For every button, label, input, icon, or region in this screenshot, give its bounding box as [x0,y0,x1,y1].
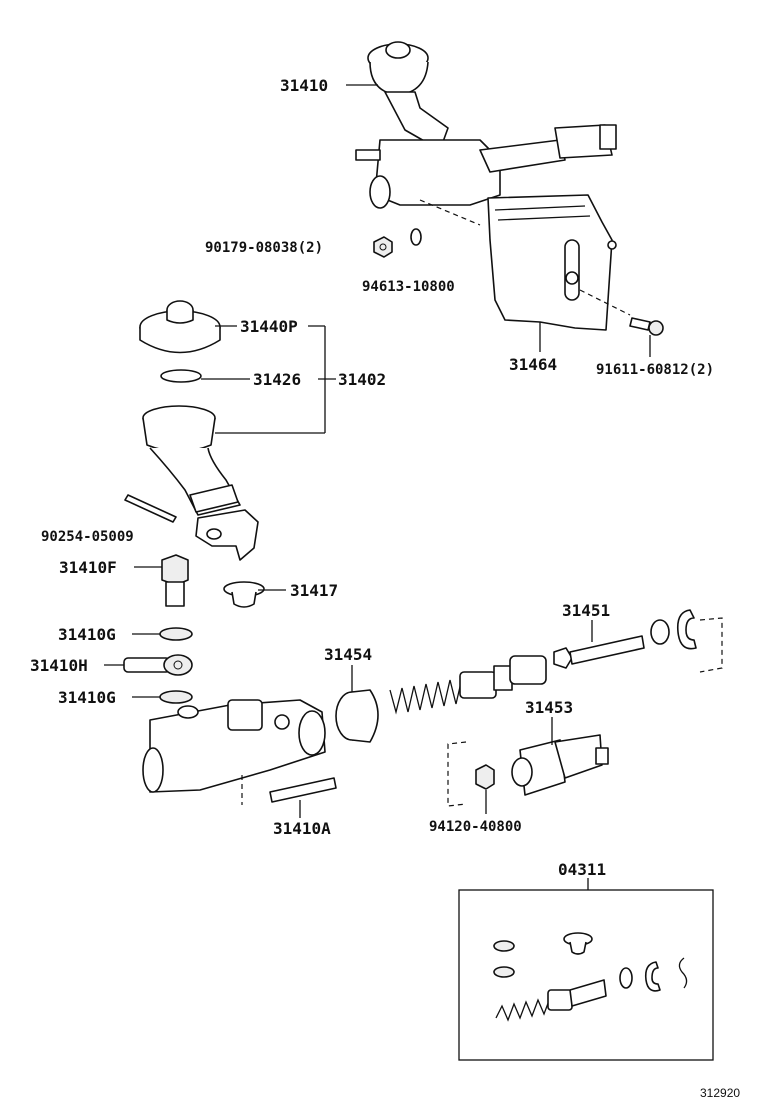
washer-part [410,228,422,246]
label-31454: 31454 [324,645,372,664]
label-94613-10800: 94613-10800 [362,279,455,295]
stud-bolt-part [269,777,337,803]
label-31410g-upper: 31410G [58,625,116,644]
label-04311: 04311 [558,860,606,879]
diaphragm-part [160,369,202,383]
label-31410h: 31410H [30,656,88,675]
reservoir-cap-part [139,300,221,354]
label-91611-60812: 91611-60812(2) [596,362,714,378]
bracket-part [487,194,631,331]
cylinder-cup-part [335,689,379,743]
label-31417: 31417 [290,581,338,600]
repair-kit-box [458,889,714,1061]
gasket-upper-part [159,627,193,641]
part-labels: 31410 90179-08038(2) 94613-10800 31464 9… [30,76,740,1100]
bolt-part [629,317,664,336]
label-31451: 31451 [562,601,610,620]
label-90179-08038: 90179-08038(2) [205,240,323,256]
label-31402: 31402 [338,370,386,389]
push-rod-part [553,635,645,669]
label-90254-05009: 90254-05009 [41,529,134,545]
master-cylinder-assembly [355,41,617,226]
union-part [123,654,193,676]
label-31440p: 31440P [240,317,298,336]
washer-rod-part [650,619,670,645]
label-31410: 31410 [280,76,328,95]
union-bolt-part [161,554,189,607]
figure-number: 312920 [700,1086,740,1100]
pin-part [124,494,177,523]
label-94120-40800: 94120-40800 [429,819,522,835]
label-31426: 31426 [253,370,301,389]
label-31410f: 31410F [59,558,117,577]
snap-ring-part [676,609,697,650]
label-31464: 31464 [509,355,557,374]
clevis-part [511,734,609,796]
piston-spring-part [389,655,547,715]
reservoir-tank-part [142,405,259,561]
hex-nut-part [475,764,495,790]
leader-lines [104,84,651,890]
gasket-lower-part [159,690,193,704]
nut-part [373,236,393,258]
label-31410a: 31410A [273,819,331,838]
cylinder-body-part [142,699,326,805]
label-31410g-lower: 31410G [58,688,116,707]
grommet-part [223,581,265,608]
label-31453: 31453 [525,698,573,717]
